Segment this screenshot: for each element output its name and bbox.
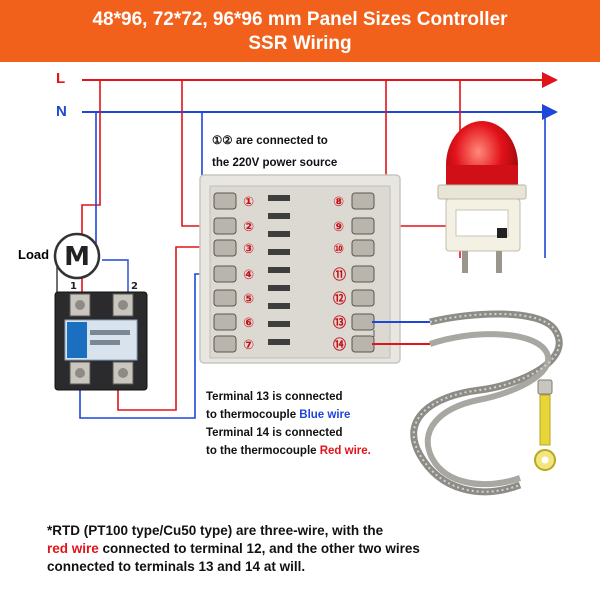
- neutral-to-motor: [88, 112, 97, 249]
- t14-line-1: Terminal 14 is connected: [206, 427, 343, 439]
- power-note-line-1: ①② are connected to: [212, 135, 328, 147]
- terminal-3-label: ③: [243, 242, 254, 257]
- t14-line-2: to the thermocouple Red wire.: [206, 442, 371, 460]
- t14-text: to the thermocouple: [206, 445, 320, 457]
- title-banner: 48*96, 72*72, 96*96 mm Panel Sizes Contr…: [0, 0, 600, 62]
- thermocouple-note: Terminal 13 is connected to thermocouple…: [206, 388, 371, 460]
- ssr-relay-icon: [54, 291, 148, 391]
- rtd-red-wire-text: red wire: [47, 541, 99, 556]
- vent-slots: [268, 195, 290, 345]
- thermocouple-icon: [410, 310, 563, 496]
- ssr-pin-1: 1: [70, 281, 77, 292]
- rtd-line-2-text: connected to terminal 12, and the other …: [98, 541, 420, 556]
- terminal-4-label: ④: [243, 268, 254, 283]
- terminal-10-label: ⑩: [333, 242, 344, 257]
- ssr-to-motor: [102, 259, 129, 292]
- rtd-line-2: red wire connected to terminal 12, and t…: [47, 540, 420, 558]
- terminal-5-label: ⑤: [243, 292, 254, 307]
- terminal-9-label: ⑨: [333, 220, 344, 235]
- svg-text:M: M: [64, 242, 90, 272]
- terminal-12-label: ⑫: [333, 291, 346, 307]
- terminal-13-label: ⑬: [333, 315, 346, 331]
- alarm-lamp-icon: [437, 121, 527, 273]
- neutral-label: N: [56, 103, 67, 120]
- terminal-14-label: ⑭: [333, 337, 346, 353]
- blue-wire-text: Blue wire: [299, 409, 351, 421]
- left-terminal-screws: [213, 192, 237, 353]
- ssr-pin-2: 2: [131, 281, 138, 292]
- rtd-line-3: connected to terminals 13 and 14 at will…: [47, 559, 306, 574]
- terminal-8-label: ⑧: [333, 195, 344, 210]
- terminal-6-label: ⑥: [243, 316, 254, 331]
- t13-line-1: Terminal 13 is connected: [206, 391, 343, 403]
- power-note-line-2: the 220V power source: [212, 157, 338, 169]
- terminal-7-label: ⑦: [243, 338, 254, 353]
- terminal-2-label: ②: [243, 220, 254, 235]
- live-label: L: [56, 70, 66, 87]
- power-source-note: ①② are connected to the 220V power sourc…: [212, 130, 337, 174]
- load-label: Load: [18, 247, 50, 262]
- rtd-note: *RTD (PT100 type/Cu50 type) are three-wi…: [47, 522, 420, 576]
- title-line-1: 48*96, 72*72, 96*96 mm Panel Sizes Contr…: [92, 9, 508, 30]
- t13-line-2: to thermocouple Blue wire: [206, 406, 371, 424]
- right-terminal-labels: ⑧ ⑨ ⑩ ⑪ ⑫ ⑬ ⑭: [333, 195, 346, 353]
- terminal-3-to-ssr: [117, 246, 222, 411]
- rtd-line-1: *RTD (PT100 type/Cu50 type) are three-wi…: [47, 523, 384, 538]
- terminal-11-label: ⑪: [333, 267, 346, 283]
- red-wire-text: Red wire.: [319, 445, 371, 457]
- motor-icon: M: [53, 232, 101, 292]
- left-terminal-labels: ① ② ③ ④ ⑤ ⑥ ⑦: [243, 195, 254, 353]
- right-terminal-screws: [351, 192, 375, 353]
- t13-text: to thermocouple: [206, 409, 300, 421]
- title-line-2: SSR Wiring: [248, 33, 352, 54]
- terminal-1-label: ①: [243, 195, 254, 210]
